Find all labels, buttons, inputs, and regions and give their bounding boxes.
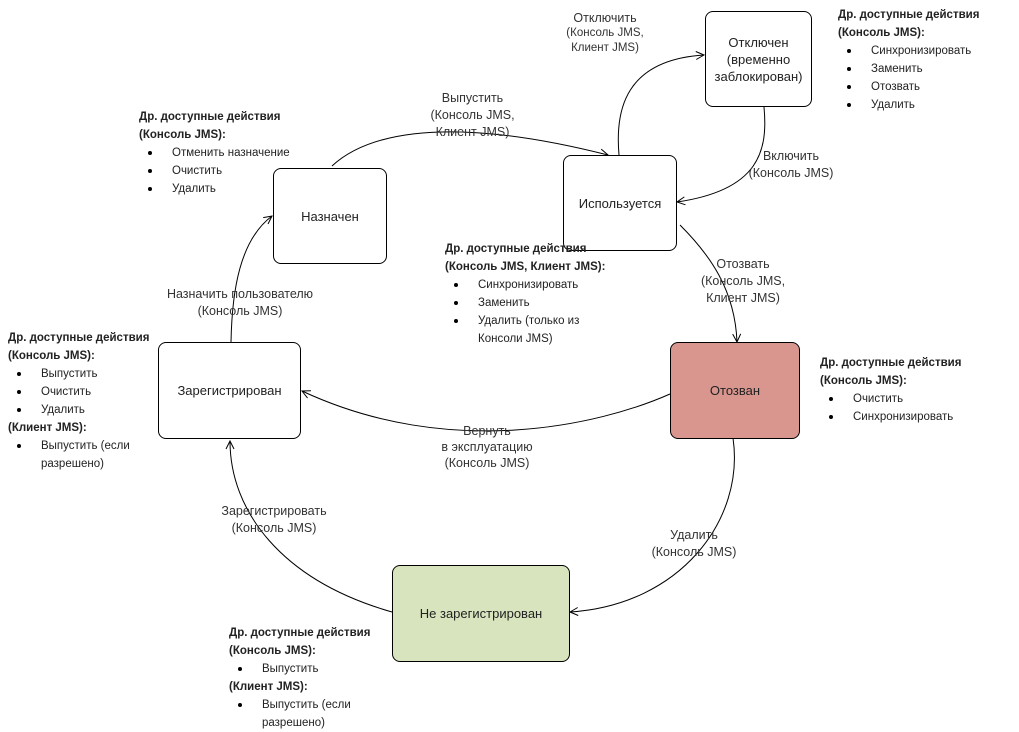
list-item: Заменить bbox=[838, 60, 1016, 78]
edge-register bbox=[230, 441, 393, 613]
list-item: Выпустить (если разрешено) bbox=[229, 696, 372, 732]
list-item: Удалить (только из Консоли JMS) bbox=[445, 312, 608, 348]
edge-assign bbox=[230, 216, 272, 343]
edge-delete bbox=[570, 437, 735, 612]
note-registered-actions: Др. доступные действия (Консоль JMS): Вы… bbox=[8, 329, 158, 473]
state-in-use: Используется bbox=[563, 155, 677, 251]
edge-enable bbox=[677, 106, 766, 202]
edge-revoke bbox=[679, 224, 737, 342]
note-revoked-actions: Др. доступные действия (Консоль JMS): Оч… bbox=[820, 354, 1010, 426]
edge-disable bbox=[617, 55, 704, 156]
list-item: Отменить назначение bbox=[139, 144, 329, 162]
list-item: Выпустить bbox=[229, 660, 389, 678]
transition-label-register: Зарегистрировать (Консоль JMS) bbox=[221, 504, 327, 535]
note-disabled-actions: Др. доступные действия (Консоль JMS): Си… bbox=[838, 6, 1016, 114]
state-revoked: Отозван bbox=[670, 342, 800, 439]
transition-label-delete: Удалить (Консоль JMS) bbox=[651, 528, 737, 559]
list-item: Заменить bbox=[445, 294, 645, 312]
transition-label-revoke: Отозвать (Консоль JMS, Клиент JMS) bbox=[700, 257, 786, 305]
list-item: Очистить bbox=[8, 383, 158, 401]
list-item: Выпустить (если разрешено) bbox=[8, 437, 146, 473]
list-item: Выпустить bbox=[8, 365, 158, 383]
state-assigned: Назначен bbox=[273, 168, 387, 264]
edge-return bbox=[302, 391, 671, 432]
list-item: Удалить bbox=[838, 96, 1016, 114]
state-disabled: Отключен (временно заблокирован) bbox=[705, 11, 812, 107]
transition-label-return: Вернуть в эксплуатацию (Консоль JMS) bbox=[441, 424, 533, 470]
note-unregistered-actions: Др. доступные действия (Консоль JMS): Вы… bbox=[229, 624, 389, 732]
note-in-use-actions: Др. доступные действия (Консоль JMS, Кли… bbox=[445, 240, 645, 348]
transition-label-issue: Выпустить (Консоль JMS, Клиент JMS) bbox=[430, 91, 515, 139]
list-item: Отозвать bbox=[838, 78, 1016, 96]
list-item: Очистить bbox=[139, 162, 329, 180]
list-item: Очистить bbox=[820, 390, 1010, 408]
list-item: Синхронизировать bbox=[445, 276, 645, 294]
transition-label-assign-user: Назначить пользователю (Консоль JMS) bbox=[166, 287, 314, 318]
state-registered: Зарегистрирован bbox=[158, 342, 301, 439]
list-item: Удалить bbox=[8, 401, 158, 419]
list-item: Удалить bbox=[139, 180, 329, 198]
transition-label-enable: Включить (Консоль JMS) bbox=[748, 149, 834, 180]
list-item: Синхронизировать bbox=[838, 42, 1016, 60]
list-item: Синхронизировать bbox=[820, 408, 1010, 426]
state-unregistered: Не зарегистрирован bbox=[392, 565, 570, 662]
transition-label-disable: Отключить (Консоль JMS, Клиент JMS) bbox=[566, 11, 644, 54]
note-assigned-actions: Др. доступные действия (Консоль JMS): От… bbox=[139, 108, 329, 198]
edge-issue bbox=[331, 131, 608, 167]
